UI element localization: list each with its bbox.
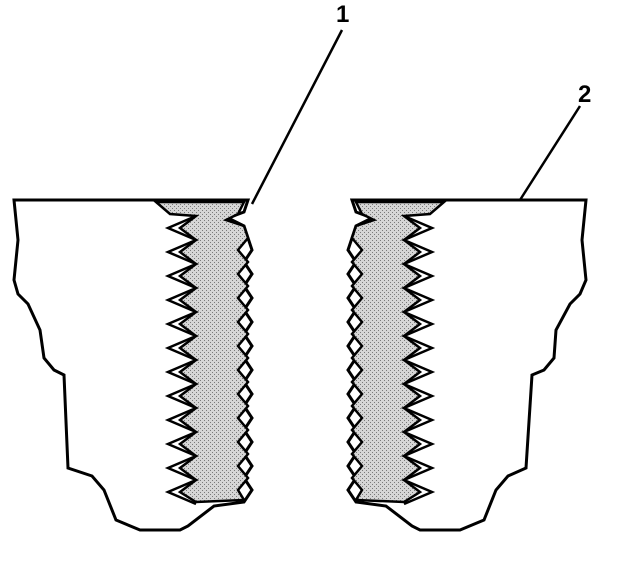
right-outer-coil-edge — [400, 214, 436, 506]
callout-2-label: 2 — [578, 81, 591, 108]
right-thread-insert — [350, 200, 448, 504]
callout-1-label: 1 — [336, 1, 349, 28]
left-outer-coil-edge — [164, 214, 200, 506]
left-thread-insert — [152, 200, 250, 504]
callout-2-leader-line — [518, 105, 582, 201]
callout-1-leader-line — [250, 29, 344, 205]
